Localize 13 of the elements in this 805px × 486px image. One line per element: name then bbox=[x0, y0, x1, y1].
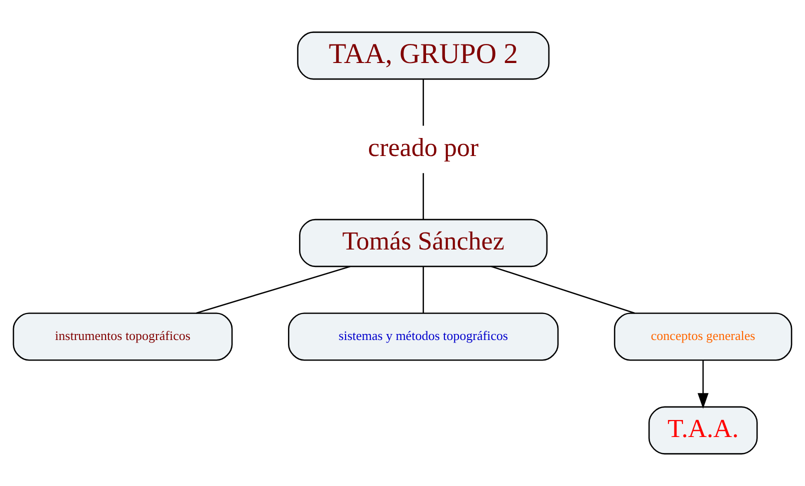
connector bbox=[196, 266, 350, 314]
node-box: T.A.A. bbox=[648, 406, 758, 454]
node-text: creado por bbox=[368, 132, 479, 162]
arrow bbox=[698, 360, 709, 409]
node-box: TAA, GRUPO 2 bbox=[297, 32, 550, 80]
node-box: Tomás Sánchez bbox=[299, 218, 548, 268]
connector bbox=[491, 266, 635, 314]
connector bbox=[422, 79, 424, 126]
node-box: sistemas y métodos topográficos bbox=[288, 312, 559, 361]
node-box: instrumentos topográficos bbox=[12, 312, 233, 361]
connector bbox=[422, 173, 424, 220]
connector bbox=[422, 266, 424, 314]
node-box: conceptos generales bbox=[614, 312, 792, 361]
